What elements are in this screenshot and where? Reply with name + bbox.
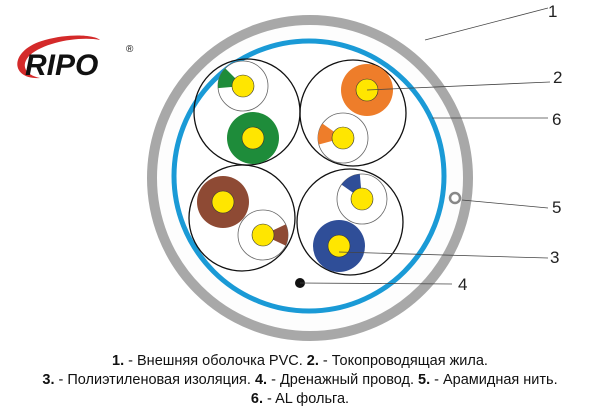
conductor bbox=[211, 190, 235, 214]
logo: RIPO ® bbox=[17, 35, 134, 82]
twisted-pair-blue bbox=[296, 168, 404, 276]
al-foil bbox=[171, 38, 447, 314]
conductor bbox=[251, 223, 275, 247]
conductor bbox=[231, 74, 255, 98]
conductor bbox=[350, 187, 374, 211]
callout-4: 4 bbox=[458, 275, 468, 294]
conductor bbox=[327, 234, 351, 258]
legend: 1. - Внешняя оболочка PVC. 2. - Токопров… bbox=[42, 353, 558, 407]
callout-5: 5 bbox=[552, 198, 562, 217]
svg-text:RIPO: RIPO bbox=[25, 49, 98, 82]
leader-lines bbox=[299, 7, 551, 285]
conductor bbox=[241, 126, 265, 150]
callout-3: 3 bbox=[550, 248, 560, 267]
callout-1: 1 bbox=[548, 2, 558, 21]
callout-2: 2 bbox=[553, 68, 563, 87]
aramid-thread bbox=[448, 191, 462, 205]
conductor bbox=[331, 126, 355, 150]
brown-stripe bbox=[263, 224, 288, 246]
svg-text:®: ® bbox=[126, 44, 134, 55]
twisted-pair-brown bbox=[188, 164, 296, 272]
twisted-pair-orange bbox=[299, 59, 407, 167]
callout-6: 6 bbox=[552, 110, 562, 129]
